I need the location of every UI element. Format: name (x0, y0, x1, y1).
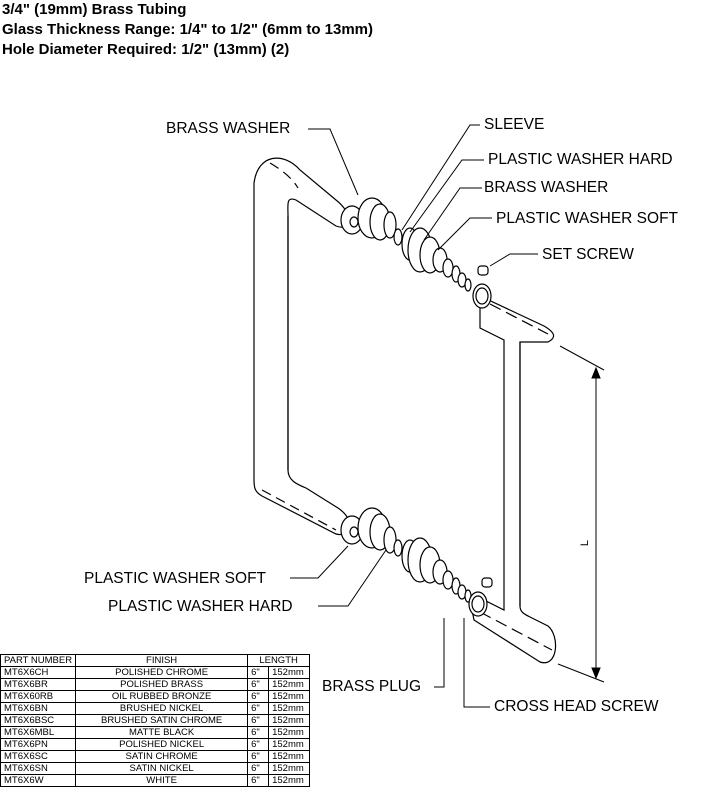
dimension-l (557, 345, 605, 683)
right-handle-post (469, 295, 557, 664)
parts-table-header: PART NUMBER FINISH LENGTH (0, 654, 311, 667)
header-part-number: PART NUMBER (0, 654, 77, 667)
cell-length-in: 6" (247, 690, 270, 703)
cell-finish: MATTE BLACK (75, 726, 249, 739)
cell-length-in: 6" (247, 762, 270, 775)
spec-tubing: 3/4" (19mm) Brass Tubing (2, 1, 187, 18)
table-row: MT6X6SN SATIN NICKEL 6" 152mm (0, 762, 311, 775)
callout-plastic-washer-hard-top: PLASTIC WASHER HARD (488, 151, 673, 168)
parts-table: PART NUMBER FINISH LENGTH MT6X6CH POLISH… (0, 654, 311, 787)
cell-length-in: 6" (247, 678, 270, 691)
spec-block: 3/4" (19mm) Brass Tubing Glass Thickness… (2, 0, 373, 60)
cell-part-number: MT6X60RB (0, 690, 77, 703)
cell-finish: SATIN NICKEL (75, 762, 249, 775)
callout-plastic-washer-soft-top: PLASTIC WASHER SOFT (496, 210, 679, 227)
cell-length-in: 6" (247, 750, 270, 763)
table-row: MT6X6SC SATIN CHROME 6" 152mm (0, 750, 311, 763)
callout-sleeve: SLEEVE (484, 116, 545, 133)
cell-part-number: MT6X6BR (0, 678, 77, 691)
spec-glass-thickness: Glass Thickness Range: 1/4" to 1/2" (6mm… (2, 21, 374, 38)
cell-length-mm: 152mm (268, 762, 311, 775)
callout-plastic-washer-hard-bottom: PLASTIC WASHER HARD (108, 598, 293, 615)
cell-length-in: 6" (247, 702, 270, 715)
cell-finish: BRUSHED SATIN CHROME (75, 714, 249, 727)
cell-finish: BRUSHED NICKEL (75, 702, 249, 715)
cell-part-number: MT6X6MBL (0, 726, 77, 739)
table-row: MT6X6BSC BRUSHED SATIN CHROME 6" 152mm (0, 714, 311, 727)
table-row: MT6X6CH POLISHED CHROME 6" 152mm (0, 666, 311, 679)
cell-length-mm: 152mm (268, 702, 311, 715)
cell-finish: SATIN CHROME (75, 750, 249, 763)
leader-lines (290, 124, 538, 708)
cell-finish: POLISHED BRASS (75, 678, 249, 691)
table-row: MT6X6BN BRUSHED NICKEL 6" 152mm (0, 702, 311, 715)
cell-part-number: MT6X6W (0, 774, 77, 787)
cell-length-mm: 152mm (268, 714, 311, 727)
cell-length-mm: 152mm (268, 726, 311, 739)
cell-part-number: MT6X6BN (0, 702, 77, 715)
cell-part-number: MT6X6PN (0, 738, 77, 751)
callout-cross-head-screw: CROSS HEAD SCREW (494, 698, 659, 715)
cell-part-number: MT6X6CH (0, 666, 77, 679)
table-row: MT6X6MBL MATTE BLACK 6" 152mm (0, 726, 311, 739)
cell-length-mm: 152mm (268, 774, 311, 787)
dimension-l-label: L (579, 539, 592, 547)
table-row: MT6X6PN POLISHED NICKEL 6" 152mm (0, 738, 311, 751)
cell-part-number: MT6X6SC (0, 750, 77, 763)
table-row: MT6X6W WHITE 6" 152mm (0, 774, 311, 787)
cell-finish: POLISHED NICKEL (75, 738, 249, 751)
spec-hole-diameter: Hole Diameter Required: 1/2" (13mm) (2) (2, 41, 290, 58)
callout-set-screw: SET SCREW (542, 246, 634, 263)
top-hardware-stack (340, 197, 492, 309)
cell-finish: OIL RUBBED BRONZE (75, 690, 249, 703)
left-handle-post (253, 157, 351, 536)
cell-length-mm: 152mm (268, 690, 311, 703)
table-row: MT6X60RB OIL RUBBED BRONZE 6" 152mm (0, 690, 311, 703)
cell-finish: POLISHED CHROME (75, 666, 249, 679)
callout-brass-washer-right: BRASS WASHER (484, 179, 609, 196)
cell-finish: WHITE (75, 774, 249, 787)
cell-length-in: 6" (247, 774, 270, 787)
cell-length-in: 6" (247, 666, 270, 679)
cell-length-in: 6" (247, 726, 270, 739)
cell-length-in: 6" (247, 738, 270, 751)
cell-length-in: 6" (247, 714, 270, 727)
bottom-hardware-stack (340, 507, 493, 617)
cell-part-number: MT6X6BSC (0, 714, 77, 727)
callout-brass-plug: BRASS PLUG (322, 678, 422, 695)
cell-length-mm: 152mm (268, 750, 311, 763)
cell-length-mm: 152mm (268, 738, 311, 751)
callout-brass-washer-top: BRASS WASHER (166, 120, 291, 137)
cell-part-number: MT6X6SN (0, 762, 77, 775)
cell-length-mm: 152mm (268, 666, 311, 679)
callout-plastic-washer-soft-bottom: PLASTIC WASHER SOFT (84, 570, 267, 587)
cell-length-mm: 152mm (268, 678, 311, 691)
header-length: LENGTH (247, 654, 311, 667)
header-finish: FINISH (75, 654, 249, 667)
table-row: MT6X6BR POLISHED BRASS 6" 152mm (0, 678, 311, 691)
